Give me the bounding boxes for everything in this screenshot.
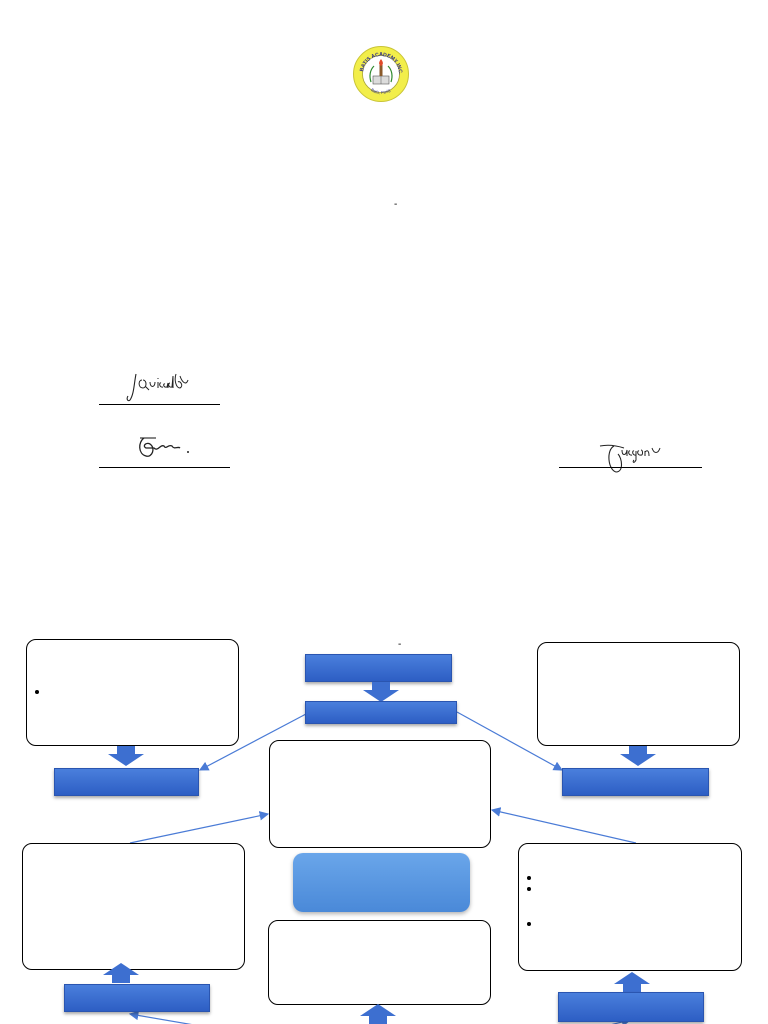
up-arrow-icon xyxy=(360,1004,396,1024)
right-bullet-1 xyxy=(527,876,531,880)
top-right-box xyxy=(537,642,740,746)
connector-left-center xyxy=(129,811,270,844)
signature-3 xyxy=(596,436,676,476)
connector-right-center xyxy=(490,807,637,844)
right-bullet-2 xyxy=(527,887,531,891)
top-right-bar xyxy=(562,768,709,796)
signature-1-mark xyxy=(126,373,189,402)
top-left-box xyxy=(26,639,239,746)
signature-2-mark xyxy=(139,437,189,457)
right-middle-box xyxy=(518,843,742,971)
signature-2 xyxy=(134,432,194,462)
down-arrow-icon xyxy=(108,746,144,766)
center-bottom-box xyxy=(268,920,491,1005)
signature-1 xyxy=(120,366,200,402)
signature-2-line xyxy=(99,467,230,468)
separator-dash: - xyxy=(394,199,398,210)
top-center-bar xyxy=(305,654,452,682)
signature-3-line xyxy=(559,467,702,468)
down-arrow-icon xyxy=(620,746,656,766)
top-left-bar xyxy=(54,768,199,796)
left-middle-box xyxy=(22,843,245,970)
school-logo: BATIS ACADEMY INC. Batis, Pasig xyxy=(353,46,409,102)
down-arrow-icon xyxy=(363,682,399,702)
up-arrow-icon xyxy=(614,972,650,992)
school-seal-icon: BATIS ACADEMY INC. Batis, Pasig xyxy=(353,46,409,102)
signature-3-mark xyxy=(599,444,661,473)
top-center-bar-2 xyxy=(305,701,457,724)
signature-1-line xyxy=(99,404,220,405)
top-left-bullet xyxy=(35,690,39,694)
svg-text:Batis, Pasig: Batis, Pasig xyxy=(370,87,391,95)
up-arrow-icon xyxy=(103,963,139,983)
connector-bottom-left xyxy=(128,1010,192,1024)
bottom-right-bar xyxy=(558,992,704,1022)
right-bullet-3 xyxy=(527,922,531,926)
diagram-dash: - xyxy=(398,639,402,650)
center-top-box xyxy=(269,740,491,848)
center-highlight-box xyxy=(293,853,470,912)
bottom-left-bar xyxy=(64,984,210,1012)
